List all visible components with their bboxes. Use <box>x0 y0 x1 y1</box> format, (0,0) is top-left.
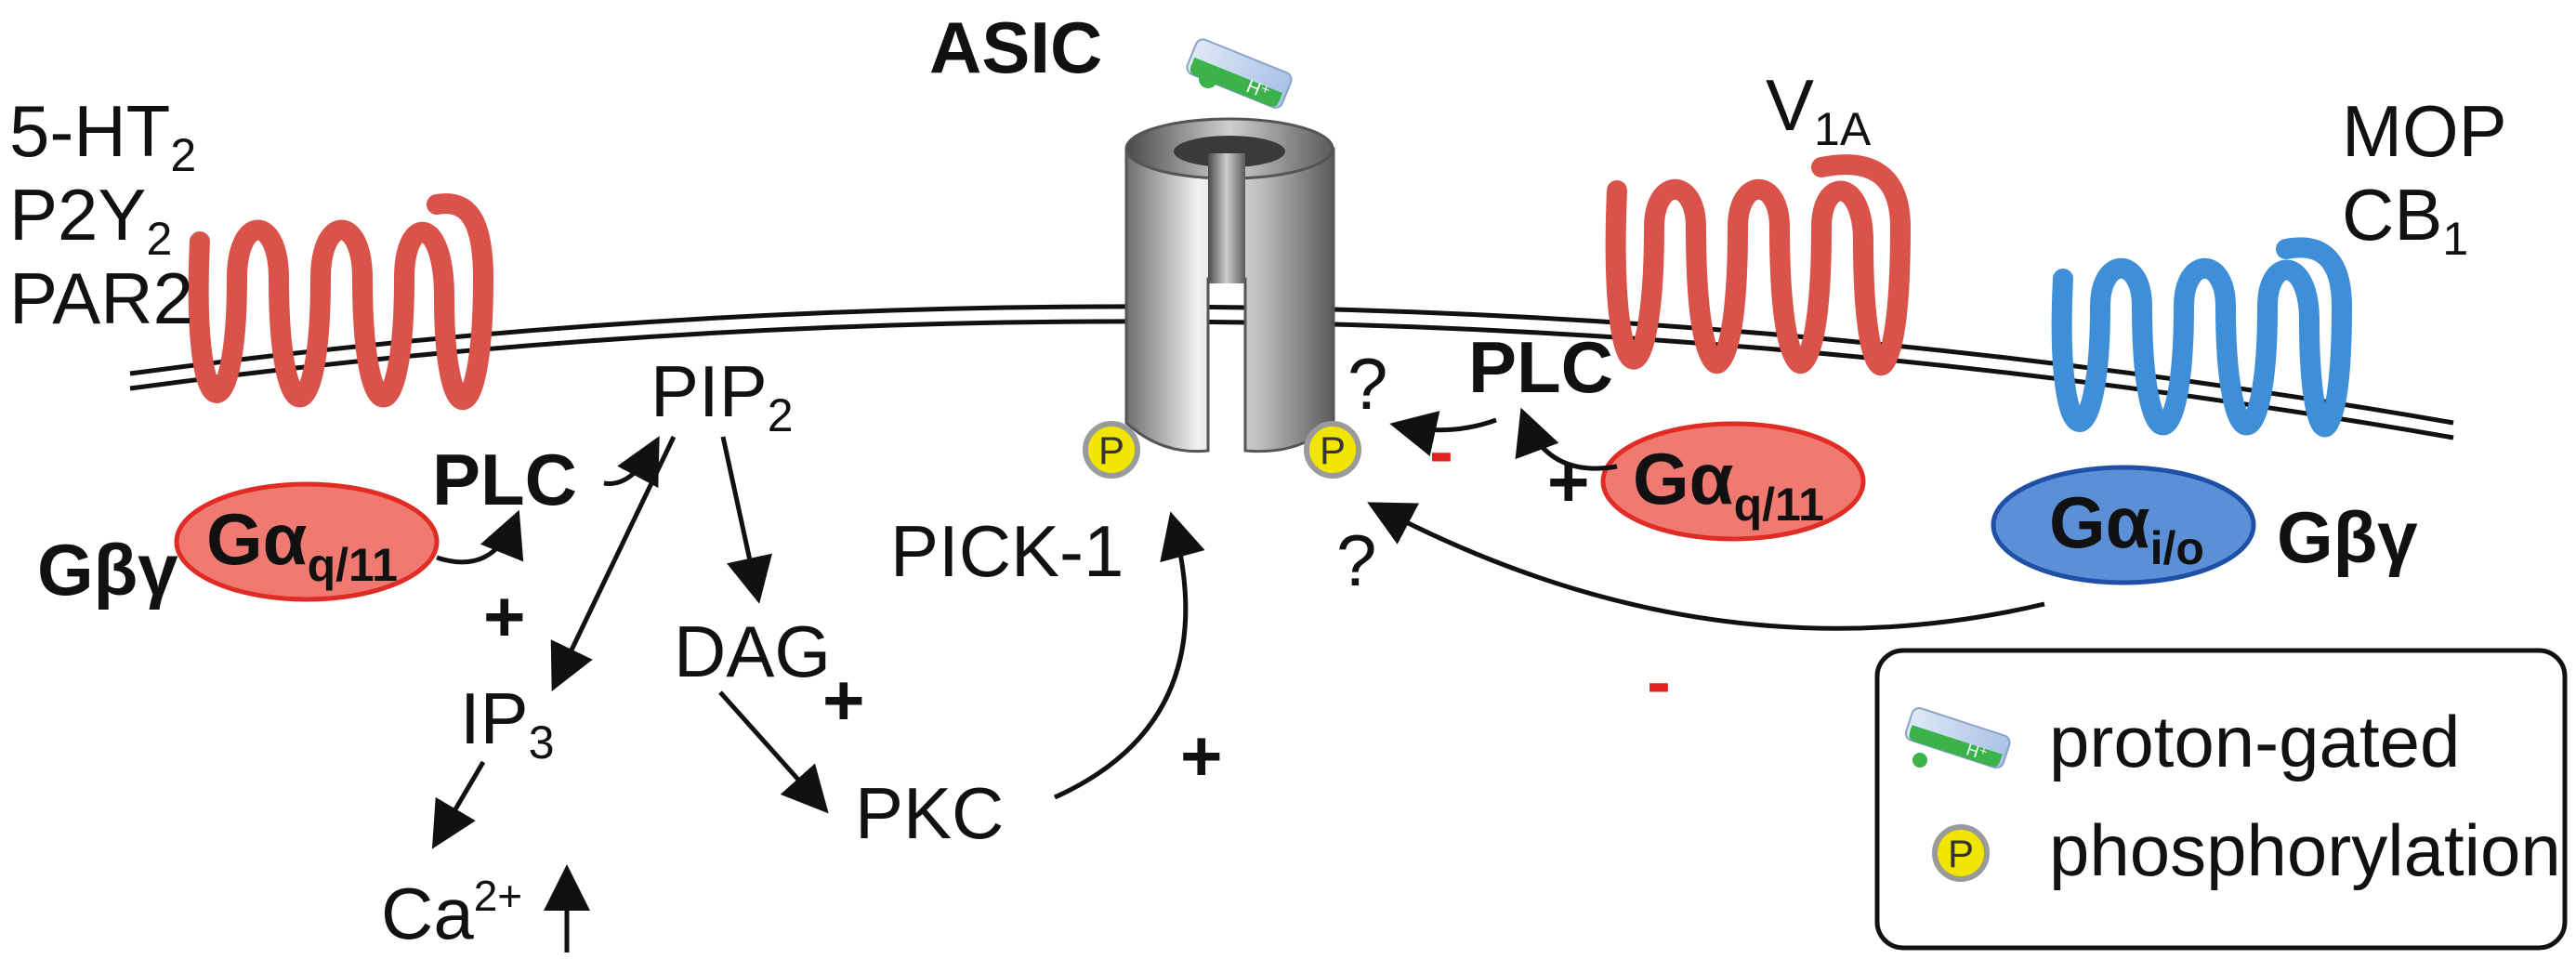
svg-text:P: P <box>1098 428 1124 472</box>
gio-protein: Gαi/o <box>1991 465 2256 585</box>
pip2-label: PIP2 <box>651 350 794 441</box>
minus-gio: - <box>1647 640 1671 722</box>
receptor-mop-label: MOP <box>2342 90 2507 172</box>
svg-text:Gαq/11: Gαq/11 <box>206 498 398 591</box>
plus-dag: + <box>822 659 865 741</box>
plc-left-label: PLC <box>432 439 577 520</box>
arrow-gio-to-channel <box>1367 502 2045 631</box>
v1a-receptor <box>1605 154 1912 376</box>
receptor-v1a-label: V1A <box>1766 64 1872 155</box>
receptor-cb1-label: CB1 <box>2342 174 2468 265</box>
receptor-par2-label: PAR2 <box>9 257 193 339</box>
arrow-pip2-to-dag <box>720 436 772 604</box>
arrow-pkc-to-pick1 <box>1053 511 1205 800</box>
arrow-ip3-to-ca <box>431 760 486 849</box>
legend-phosphorylation: phosphorylation <box>2049 809 2561 891</box>
gq-receptor-left <box>188 193 494 410</box>
svg-text:P: P <box>1948 832 1974 875</box>
gio-receptor <box>2051 237 2353 438</box>
asic-label: ASIC <box>929 7 1102 88</box>
asic-channel <box>1124 117 1335 453</box>
svg-text:Gαq/11: Gαq/11 <box>1633 438 1824 531</box>
gbg-left-label: Gβγ <box>37 529 178 611</box>
svg-text:P: P <box>1320 428 1346 472</box>
legend-phospho-icon: P <box>1932 824 1990 882</box>
phospho-right: P <box>1304 421 1361 479</box>
question-upper: ? <box>1347 343 1387 425</box>
gbg-right-label: Gβγ <box>2277 496 2418 578</box>
ip3-label: IP3 <box>460 677 555 768</box>
minus-plc-right: - <box>1429 410 1453 492</box>
pick1-label: PICK-1 <box>890 510 1124 592</box>
legend-proton-icon: H⁺ <box>1904 707 2011 769</box>
receptor-5ht2-label: 5-HT2 <box>9 90 196 181</box>
plus-gq-left: + <box>483 575 526 657</box>
proton-gated-icon: H⁺ <box>1186 38 1293 109</box>
proton-drop <box>1199 70 1217 88</box>
legend-proton-gated: proton-gated <box>2049 701 2460 782</box>
pkc-label: PKC <box>855 772 1004 854</box>
plc-right-label: PLC <box>1468 326 1613 408</box>
dag-label: DAG <box>674 611 831 692</box>
svg-text:Gαi/o: Gαi/o <box>2049 481 2204 574</box>
arrow-plc-to-pip2 <box>603 436 660 489</box>
question-lower: ? <box>1336 519 1376 601</box>
arrow-pip2-to-ip3 <box>550 435 677 692</box>
phospho-left: P <box>1083 421 1140 479</box>
arrow-dag-to-pkc <box>718 690 829 814</box>
pathway-arrows <box>431 407 2045 952</box>
gq-protein-right: Gαq/11 <box>1600 421 1866 542</box>
legend: H⁺ proton-gated P phosphorylation <box>1874 648 2568 951</box>
arrow-gq-to-plc <box>436 509 524 565</box>
arrow-plc-to-channel <box>1389 411 1497 456</box>
legend-proton-drop <box>1912 753 1927 768</box>
ca-label: Ca2+ <box>381 872 522 954</box>
plus-gq-right: + <box>1547 440 1590 522</box>
arrow-gq-to-plc-right <box>1515 407 1618 471</box>
receptor-p2y2-label: P2Y2 <box>9 174 172 265</box>
gq-protein-left: Gαq/11 <box>174 481 440 602</box>
plus-pkc: + <box>1180 715 1223 796</box>
